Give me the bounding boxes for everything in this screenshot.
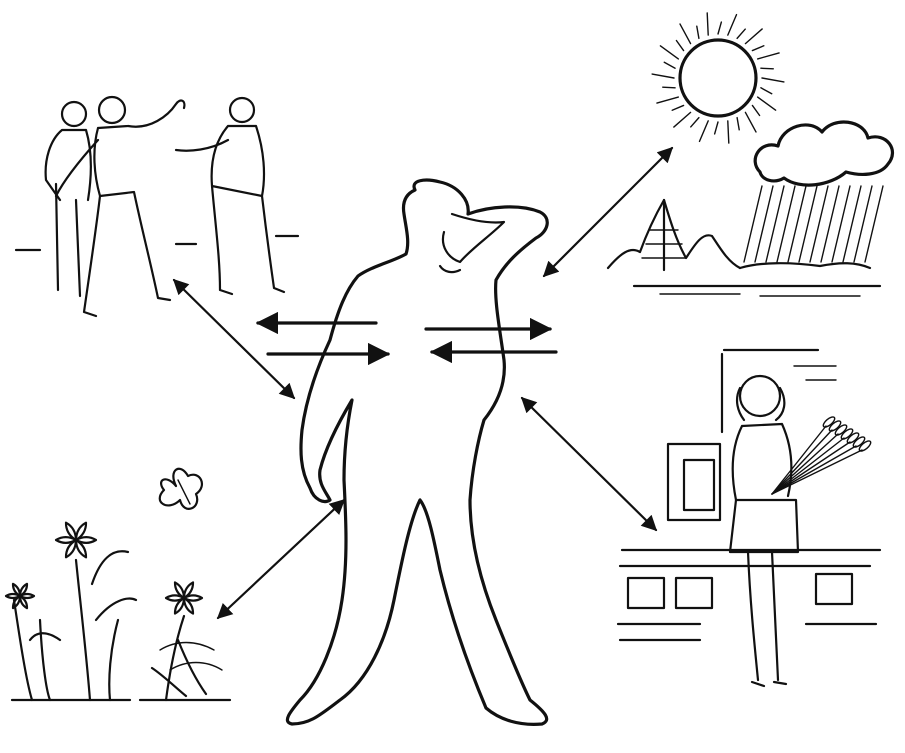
sun-ray	[761, 68, 773, 69]
arrow-woman	[522, 398, 656, 530]
rain-streak	[777, 186, 795, 262]
woman-icon	[618, 350, 880, 686]
sun-ray	[745, 29, 762, 44]
sun-ray	[752, 46, 763, 51]
trees-icon	[608, 200, 870, 270]
wheat-ear	[846, 431, 861, 445]
wheat-ear	[840, 427, 855, 441]
sun-ray	[663, 87, 675, 88]
sun-icon	[652, 13, 784, 143]
connector-arrows	[174, 148, 672, 618]
arrow-weather	[544, 148, 672, 276]
sun-ray	[691, 118, 699, 127]
rain-streak	[755, 186, 773, 262]
arrow-plants	[218, 500, 344, 618]
flower-head	[56, 523, 96, 558]
sun-ray	[758, 97, 776, 110]
wheat-sheaf-icon	[772, 415, 872, 494]
exchange-arrows-left	[258, 323, 388, 354]
sun-ray	[737, 118, 739, 130]
rain-streak	[744, 186, 762, 262]
sun-ray	[761, 88, 772, 94]
rain-streak	[821, 186, 839, 262]
wheat-stalk	[772, 434, 838, 494]
wheat-ear	[828, 419, 843, 433]
wheat-ear	[834, 423, 849, 437]
sun-ray	[707, 13, 708, 35]
sun-ray	[680, 24, 691, 44]
rain-streak	[854, 186, 872, 262]
wheat-stalk	[772, 426, 826, 494]
rain-streak	[865, 186, 883, 262]
sun-ray	[728, 121, 729, 143]
people-icon	[16, 97, 298, 316]
sun-ray	[699, 121, 708, 141]
sun-ray	[745, 112, 756, 132]
sun-rain-icon	[608, 13, 892, 296]
butterfly-icon	[160, 469, 202, 509]
arrow-people	[174, 280, 294, 398]
rain-streak	[788, 186, 806, 262]
rain-streak	[832, 186, 850, 262]
wheat-ear	[822, 415, 837, 429]
exchange-arrows-right	[426, 329, 556, 352]
sun-ray	[737, 29, 745, 38]
sun-ray	[676, 41, 683, 51]
flower-stem	[76, 560, 90, 700]
wheat-ear	[852, 435, 867, 449]
human-figure-icon	[287, 180, 547, 724]
rain-icon	[744, 186, 883, 262]
sun-ray	[718, 22, 721, 34]
rain-streak	[799, 186, 817, 262]
flower-head	[6, 584, 34, 608]
wheat-stalk	[772, 450, 862, 494]
rain-streak	[810, 186, 828, 262]
sun-ray	[664, 62, 675, 68]
rain-streak	[766, 186, 784, 262]
sun-ray	[752, 105, 759, 115]
sun-ray	[697, 26, 699, 38]
wheat-stalk	[772, 446, 856, 494]
ground-icon	[634, 286, 880, 296]
wheat-ear	[858, 439, 873, 453]
sun-ray	[660, 46, 678, 59]
sun-ray	[674, 112, 691, 127]
building-icon	[618, 350, 880, 640]
cloud-icon	[755, 122, 892, 185]
rain-streak	[843, 186, 861, 262]
wheat-stalk	[772, 430, 832, 494]
flower-head	[166, 582, 202, 613]
sun-ray	[652, 74, 674, 78]
sun-ray	[715, 122, 718, 134]
flowers-icon	[6, 469, 230, 700]
sun-ray	[672, 105, 683, 110]
sun-ray	[762, 78, 784, 82]
sun-ray	[657, 97, 678, 103]
wheat-stalk	[772, 438, 844, 494]
sun-ray	[758, 53, 779, 59]
sun-ray	[728, 15, 737, 35]
wheat-stalk	[772, 442, 850, 494]
